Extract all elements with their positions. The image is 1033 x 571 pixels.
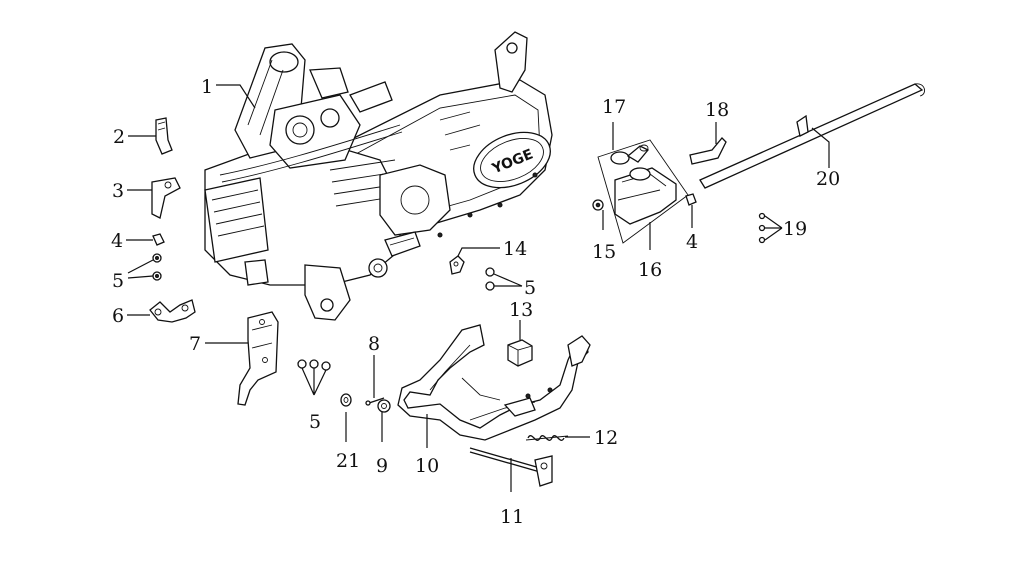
part-14-clamp <box>449 255 465 275</box>
label-part-8: 8 <box>368 333 380 355</box>
part-9-washer <box>377 399 391 413</box>
part-4-bolt-left <box>152 233 165 246</box>
label-part-2: 2 <box>113 126 125 148</box>
label-part-15: 15 <box>592 241 616 263</box>
label-part-21: 21 <box>336 450 360 472</box>
label-part-4-right: 4 <box>686 231 698 253</box>
part-11-pivot-shaft <box>469 447 553 487</box>
label-part-5-middle: 5 <box>309 411 321 433</box>
part-4-bolt-right <box>685 193 697 206</box>
label-part-5-right: 5 <box>524 277 536 299</box>
label-part-4-left: 4 <box>111 230 123 252</box>
label-part-10: 10 <box>415 455 439 477</box>
part-15-nut <box>592 199 604 211</box>
part-labels: 1 2 3 4 5 6 7 5 8 21 9 10 11 12 13 14 5 … <box>111 76 840 528</box>
label-part-12: 12 <box>594 427 618 449</box>
part-20-rod <box>699 83 926 189</box>
part-18-hose <box>689 137 727 165</box>
part-13-rubber-stop <box>507 339 533 367</box>
label-part-14: 14 <box>503 238 527 260</box>
label-part-16: 16 <box>638 259 662 281</box>
part-12-spring <box>525 435 569 441</box>
label-part-5-left: 5 <box>112 270 124 292</box>
part-8-pin <box>365 397 385 406</box>
label-part-1: 1 <box>201 76 213 98</box>
part-2-bracket <box>155 117 173 155</box>
label-part-7: 7 <box>189 333 201 355</box>
leader-lines <box>126 84 830 492</box>
label-part-9: 9 <box>376 455 388 477</box>
part-6-clip <box>149 299 196 323</box>
label-part-6: 6 <box>112 305 124 327</box>
part-5-nuts-middle <box>297 359 331 371</box>
part-16-reservoir-tank <box>614 167 677 225</box>
label-part-13: 13 <box>509 299 533 321</box>
part-10-main-stand <box>397 324 591 441</box>
part-21-washer <box>340 393 352 407</box>
label-part-20: 20 <box>816 168 840 190</box>
label-part-11: 11 <box>500 506 524 528</box>
part-5-nuts-right <box>485 267 495 291</box>
part-7-guard-plate <box>237 311 279 406</box>
part-5-nuts-left <box>152 253 162 281</box>
engine-assembly: YOGE <box>204 31 553 321</box>
part-19-clips <box>758 212 766 244</box>
part-17-cap <box>610 144 650 165</box>
label-part-18: 18 <box>705 99 729 121</box>
label-part-3: 3 <box>112 180 124 202</box>
part-3-bracket <box>151 177 181 219</box>
label-part-17: 17 <box>602 96 626 118</box>
label-part-19: 19 <box>783 218 807 240</box>
